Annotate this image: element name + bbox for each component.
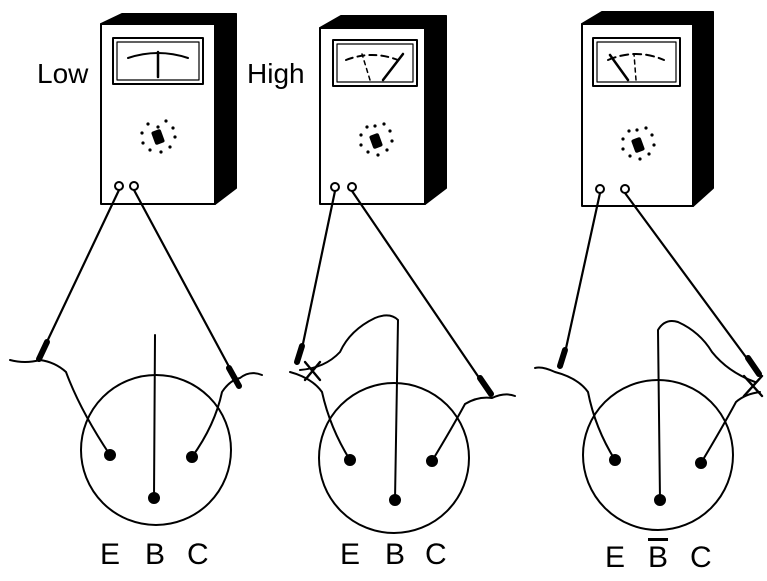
multimeter-2-selector-dial [359, 122, 394, 157]
multimeter-3-needle-rest [633, 53, 637, 81]
multimeter-2-scale [345, 54, 399, 61]
transistor-3-label-e: E [605, 541, 626, 574]
test-leads-1 [36, 188, 242, 389]
transistor-2-base-lead [299, 314, 399, 501]
lead-2-left [298, 189, 337, 360]
multimeter-1-jack-right [129, 181, 139, 191]
multimeter-3 [581, 11, 714, 207]
multimeter-3-needle [608, 53, 630, 82]
multimeter-2 [319, 15, 447, 205]
multimeter-3-jack-right [620, 184, 630, 194]
multimeter-2-display [332, 39, 418, 87]
transistor-3-emitter-lead [534, 366, 616, 461]
transistor-2-body [318, 382, 470, 534]
multimeter-2-jack-right [347, 182, 357, 192]
transistor-2-emitter-lead [289, 371, 351, 461]
transistor-1-base-lead [153, 334, 156, 499]
multimeter-3-top [581, 11, 714, 25]
multimeter-3-side [692, 11, 714, 207]
multimeter-1 [100, 13, 237, 205]
multimeter-2-needle-rest [361, 53, 371, 81]
transistor-3-label-b: B [648, 541, 669, 574]
transistor-1-label-b: B [145, 538, 166, 571]
meter-label-high: High [247, 58, 305, 89]
transistor-1 [9, 334, 263, 526]
multimeter-1-side [214, 13, 237, 205]
multimeter-3-display [592, 37, 681, 87]
lead-3-right [623, 191, 756, 370]
multimeter-1-top [100, 13, 237, 25]
multimeter-2-side [424, 15, 447, 205]
transistor-3-base-lead [657, 320, 756, 501]
meter-label-low: Low [37, 58, 89, 89]
lead-1-left [42, 188, 121, 350]
multimeter-3-jack-left [595, 184, 605, 194]
lead-1-right [132, 188, 236, 378]
transistor-1-body [80, 374, 232, 526]
multimeter-1-selector-dial [140, 119, 177, 154]
transistor-3-collector-lead [700, 391, 761, 464]
transistor-2 [289, 314, 516, 534]
transistor-2-collector-lead [431, 393, 516, 462]
multimeter-1-jack-left [114, 181, 124, 191]
transistor-3-x-clip [742, 374, 764, 398]
test-leads-3 [557, 191, 762, 377]
transistor-2-x-clip [303, 360, 322, 382]
transistor-2-label-e: E [340, 538, 361, 571]
multimeter-2-needle [381, 52, 405, 82]
multimeter-3-selector-dial [621, 126, 656, 161]
lead-2-right [350, 189, 488, 390]
test-leads-2 [294, 189, 494, 397]
transistor-1-label-e: E [100, 538, 121, 571]
multimeter-1-display [112, 37, 204, 85]
multimeter-2-jack-left [330, 182, 340, 192]
lead-3-left [561, 191, 602, 364]
transistor-3-label-c: C [690, 541, 712, 574]
transistor-3 [534, 320, 764, 531]
multimeter-2-top [319, 15, 447, 29]
transistor-1-emitter-lead [9, 359, 111, 456]
transistor-1-collector-lead [191, 372, 263, 458]
transistor-1-label-c: C [187, 538, 209, 571]
transistor-2-label-c: C [425, 538, 447, 571]
transistor-2-label-b: B [385, 538, 406, 571]
